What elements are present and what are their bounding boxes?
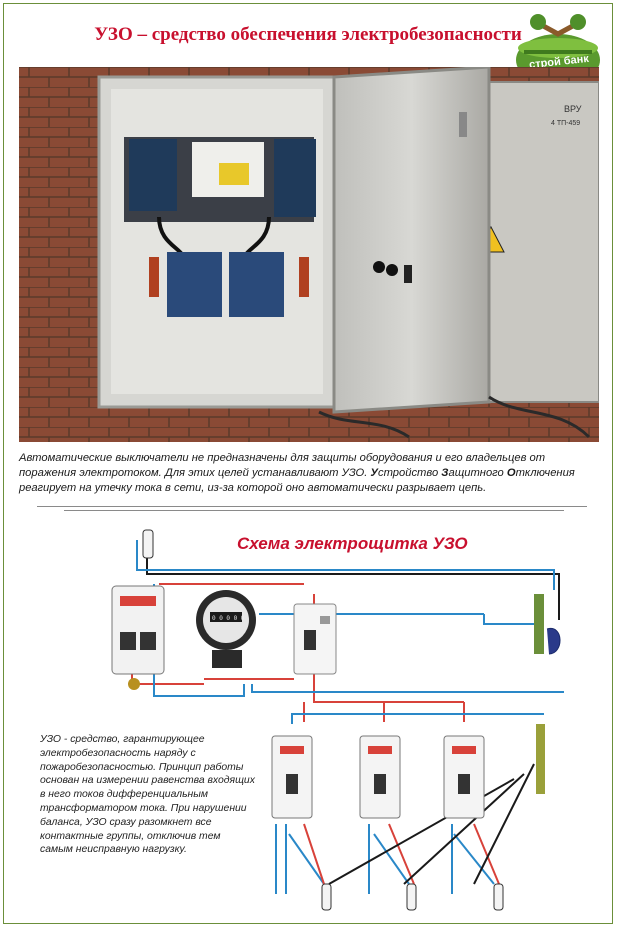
page-title: УЗО – средство обеспечения электробезопа… (94, 24, 522, 45)
output-cable-icon (493, 883, 504, 911)
neutral-busbar (534, 594, 544, 654)
divider-line (64, 510, 564, 511)
clamp-icon (546, 628, 561, 655)
breaker-left (129, 139, 177, 211)
vru-label: ВРУ (564, 104, 582, 114)
divider-line (37, 506, 587, 507)
ground-busbar (536, 724, 545, 794)
output-cable-icon (321, 883, 332, 911)
vru-sublabel: 4 ТП-459 (551, 120, 580, 127)
electric-meter: 0 0 0 0 0 (196, 590, 256, 668)
input-cable-icon (142, 529, 154, 559)
scheme-title: Схема электрощитка УЗО (237, 534, 468, 553)
output-cable-icon (406, 883, 417, 911)
branch-breaker (271, 735, 313, 819)
cabinet-door (332, 67, 491, 414)
rcd-device (293, 603, 337, 675)
scheme-description: УЗО - средство, гарантирующее электробез… (40, 734, 255, 856)
contactor-right (229, 252, 284, 317)
main-breaker (111, 585, 165, 690)
branch-breaker (443, 735, 485, 819)
page: УЗО – средство обеспечения электробезопа… (3, 3, 613, 924)
branch-breaker (359, 735, 401, 819)
contactor-left (167, 252, 222, 317)
photo-caption: Автоматические выключатели не предназнач… (19, 452, 575, 494)
door-lock-icon (459, 112, 467, 137)
breaker-right (274, 139, 316, 217)
neutral-wire (136, 540, 555, 590)
meter-display: 0 0 0 0 0 (212, 615, 245, 622)
wiring-diagram: 0 0 0 0 0 (111, 529, 564, 911)
panel-photo: ВРУ 4 ТП-459 (19, 67, 599, 442)
